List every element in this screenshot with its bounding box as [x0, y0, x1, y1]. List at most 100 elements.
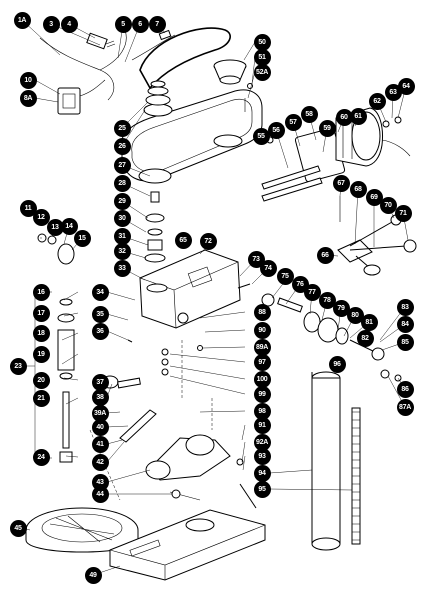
column: [311, 371, 341, 551]
callout-83: 83: [396, 298, 414, 316]
drive-belt: [139, 27, 231, 90]
callout-39a: 39A: [91, 404, 109, 422]
callout-64: 64: [397, 77, 415, 95]
callout-34: 34: [91, 283, 109, 301]
callout-35: 35: [91, 305, 109, 323]
callout-70: 70: [379, 196, 397, 214]
callout-36: 36: [91, 322, 109, 340]
callout-49: 49: [84, 566, 102, 584]
switch-box: [57, 79, 106, 115]
callout-98: 98: [253, 402, 271, 420]
base: [109, 509, 266, 581]
callout-1a: 1A: [13, 11, 31, 29]
work-table: [25, 507, 139, 553]
callout-5: 5: [114, 15, 132, 33]
depth-stop: [37, 233, 75, 265]
callout-44: 44: [91, 485, 109, 503]
callout-93: 93: [253, 447, 271, 465]
callout-71: 71: [394, 204, 412, 222]
callout-67: 67: [332, 174, 350, 192]
spindle-pulley: [143, 80, 173, 117]
callout-12: 12: [32, 208, 50, 226]
callout-63: 63: [384, 83, 402, 101]
callout-62: 62: [368, 92, 386, 110]
callout-57: 57: [284, 113, 302, 131]
callout-6: 6: [131, 15, 149, 33]
callout-94: 94: [253, 464, 271, 482]
callout-89a: 89A: [253, 338, 271, 356]
pinion-assembly: [261, 293, 385, 361]
callout-37: 37: [91, 373, 109, 391]
callout-11: 11: [19, 199, 37, 217]
callout-20: 20: [32, 371, 50, 389]
callout-14: 14: [60, 217, 78, 235]
callout-65: 65: [174, 231, 192, 249]
callout-61: 61: [349, 107, 367, 125]
callout-41: 41: [91, 435, 109, 453]
motor-pulley: [213, 59, 253, 112]
callout-8a: 8A: [19, 89, 37, 107]
callout-16: 16: [32, 283, 50, 301]
callout-55: 55: [252, 127, 270, 145]
callout-15: 15: [73, 229, 91, 247]
callout-29: 29: [113, 192, 131, 210]
callout-51: 51: [253, 48, 271, 66]
callout-79: 79: [332, 299, 350, 317]
callout-45: 45: [9, 519, 27, 537]
callout-17: 17: [32, 304, 50, 322]
rack: [351, 407, 361, 545]
callout-40: 40: [91, 418, 109, 436]
callout-69: 69: [365, 188, 383, 206]
callout-18: 18: [32, 324, 50, 342]
callout-23: 23: [9, 357, 27, 375]
callout-99: 99: [253, 385, 271, 403]
callout-30: 30: [113, 209, 131, 227]
callout-82: 82: [356, 329, 374, 347]
callout-77: 77: [303, 283, 321, 301]
callout-78: 78: [318, 291, 336, 309]
callout-13: 13: [46, 218, 64, 236]
callout-24: 24: [32, 448, 50, 466]
callout-59: 59: [318, 119, 336, 137]
callout-95: 95: [253, 480, 271, 498]
callout-68: 68: [349, 180, 367, 198]
callout-26: 26: [113, 137, 131, 155]
callout-10: 10: [19, 71, 37, 89]
callout-84: 84: [396, 315, 414, 333]
callout-4: 4: [60, 15, 78, 33]
table-support: [101, 375, 231, 501]
motor-rods: [261, 165, 323, 202]
callout-33: 33: [113, 259, 131, 277]
callout-42: 42: [91, 453, 109, 471]
callout-74: 74: [259, 259, 277, 277]
callout-27: 27: [113, 156, 131, 174]
callout-97: 97: [253, 353, 271, 371]
callout-58: 58: [300, 105, 318, 123]
callout-90: 90: [253, 321, 271, 339]
callout-96: 96: [328, 355, 346, 373]
power-cord: [39, 29, 176, 101]
quill-group: [57, 298, 75, 463]
callout-100: 100: [253, 370, 271, 388]
callout-52a: 52A: [253, 63, 271, 81]
callout-7: 7: [148, 15, 166, 33]
callout-72: 72: [199, 232, 217, 250]
callout-25: 25: [113, 119, 131, 137]
belt-guard: [120, 89, 263, 184]
head-casting: [139, 249, 241, 329]
callout-31: 31: [113, 227, 131, 245]
callout-85: 85: [396, 333, 414, 351]
spindle-stack: [144, 191, 166, 263]
callout-75: 75: [276, 267, 294, 285]
callout-32: 32: [113, 242, 131, 260]
callout-56: 56: [267, 121, 285, 139]
callout-91: 91: [253, 416, 271, 434]
callout-38: 38: [91, 388, 109, 406]
callout-66: 66: [316, 246, 334, 264]
callout-88: 88: [253, 303, 271, 321]
callout-60: 60: [335, 108, 353, 126]
callout-87a: 87A: [396, 398, 414, 416]
callout-3: 3: [42, 15, 60, 33]
